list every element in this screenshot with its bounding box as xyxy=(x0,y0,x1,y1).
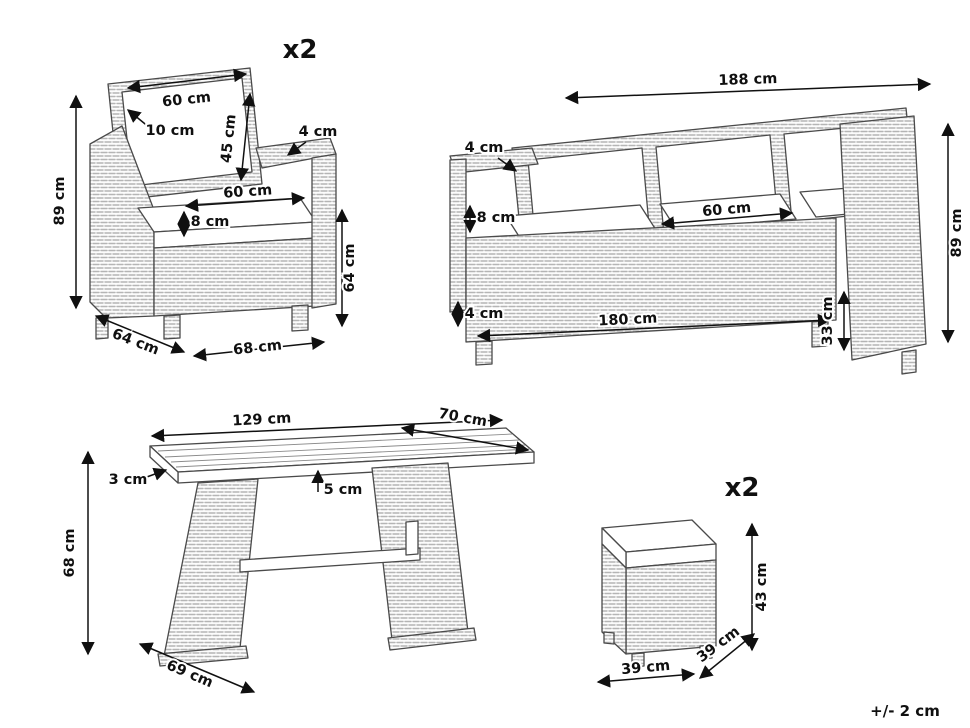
ottoman-base-left xyxy=(601,543,627,655)
dim-arrow-table-top-thickness xyxy=(143,467,168,481)
dim-label-table-length: 129 cm xyxy=(232,410,292,429)
sofa-right-armrest xyxy=(839,115,927,361)
ottoman-figure: 43 cm 39 cm 39 cm x2 xyxy=(596,471,772,688)
dim-arrow-armchair-back-width xyxy=(126,68,248,94)
dim-label-sofa-armrest: 4 cm xyxy=(465,140,504,156)
dim-arrow-ottoman-depth xyxy=(698,633,756,679)
dim-label-armchair-seat-width: 60 cm xyxy=(223,182,273,201)
dim-arrow-armchair-back-offset xyxy=(126,109,151,129)
dim-arrow-armchair-width xyxy=(192,336,326,362)
table-crossbar-post xyxy=(405,520,419,556)
dim-label-ottoman-height: 43 cm xyxy=(754,563,770,612)
tolerance-note: +/- 2 cm xyxy=(870,702,940,720)
dim-label-armchair-back-offset: 10 cm xyxy=(146,123,195,139)
ottoman-back-left-leg xyxy=(603,631,615,645)
dim-arrow-armchair-back-height xyxy=(235,92,256,182)
dim-arrow-armchair-seat-width xyxy=(184,192,306,212)
dim-arrow-armchair-depth xyxy=(94,314,186,354)
dim-arrow-sofa-seat-cushion-width xyxy=(660,207,794,230)
dim-label-ottoman-width: 39 cm xyxy=(621,658,671,678)
dim-label-armchair-cushion: 8 cm xyxy=(191,214,230,230)
dim-label-table-width: 70 cm xyxy=(437,406,488,430)
dim-arrow-table-base-depth xyxy=(138,642,256,694)
dim-arrow-sofa-total-width xyxy=(564,77,932,105)
dim-label-table-top-thickness: 3 cm xyxy=(109,472,148,488)
armchair-front-right-leg xyxy=(291,304,309,332)
dim-label-armchair-arm-height: 64 cm xyxy=(342,244,358,293)
dim-label-sofa-cushion: 8 cm xyxy=(477,210,516,226)
dim-arrow-table-length xyxy=(150,413,504,443)
dim-arrow-sofa-armrest xyxy=(497,157,518,172)
ottoman-base-front xyxy=(625,559,717,655)
dim-arrow-table-width xyxy=(400,423,530,455)
ottoman-front-left-leg xyxy=(631,652,645,668)
dim-arrow-armchair-armrest xyxy=(286,141,307,156)
sofa-back-right-leg xyxy=(901,349,917,375)
armchair-front-left-leg xyxy=(163,314,181,340)
dim-arrow-sofa-seat-width xyxy=(476,313,832,343)
dim-arrow-ottoman-width xyxy=(596,668,696,688)
dim-label-armchair-width: 68 cm xyxy=(232,338,282,359)
dim-label-table-height: 68 cm xyxy=(62,529,78,578)
table-top-left-edge xyxy=(149,445,179,484)
dim-label-sofa-seat-height: 33 cm xyxy=(820,297,836,346)
sofa-front-left-leg xyxy=(475,340,493,366)
dim-label-armchair-height: 89 cm xyxy=(52,177,68,226)
armchair-right-armrest-post xyxy=(311,153,337,309)
ottoman-quantity-label: x2 xyxy=(725,473,760,503)
armchair-quantity-label: x2 xyxy=(283,35,318,65)
table-crossbar xyxy=(239,547,421,573)
dim-label-armchair-depth: 64 cm xyxy=(110,326,161,358)
sofa-figure: 188 cm 4 cm 8 cm 60 cm 89 cm 4 cm 180 cm… xyxy=(449,69,967,375)
dim-label-sofa-seat-width: 180 cm xyxy=(598,310,658,329)
armchair-figure: 60 cm 10 cm 45 cm 4 cm 89 cm 60 cm 8 cm … xyxy=(50,33,360,362)
dim-label-armchair-armrest: 4 cm xyxy=(299,124,338,140)
sofa-left-armrest-post xyxy=(449,158,467,313)
table-right-foot xyxy=(387,627,477,651)
armchair-base-front xyxy=(153,237,317,317)
dim-label-sofa-base-gap: 4 cm xyxy=(465,306,504,322)
dim-label-table-top-inset: 5 cm xyxy=(324,482,363,498)
table-figure: 129 cm 70 cm 3 cm 5 cm 68 cm 69 cm xyxy=(60,404,535,694)
dim-label-sofa-total-width: 188 cm xyxy=(718,71,778,89)
dim-label-sofa-height: 89 cm xyxy=(949,209,965,258)
